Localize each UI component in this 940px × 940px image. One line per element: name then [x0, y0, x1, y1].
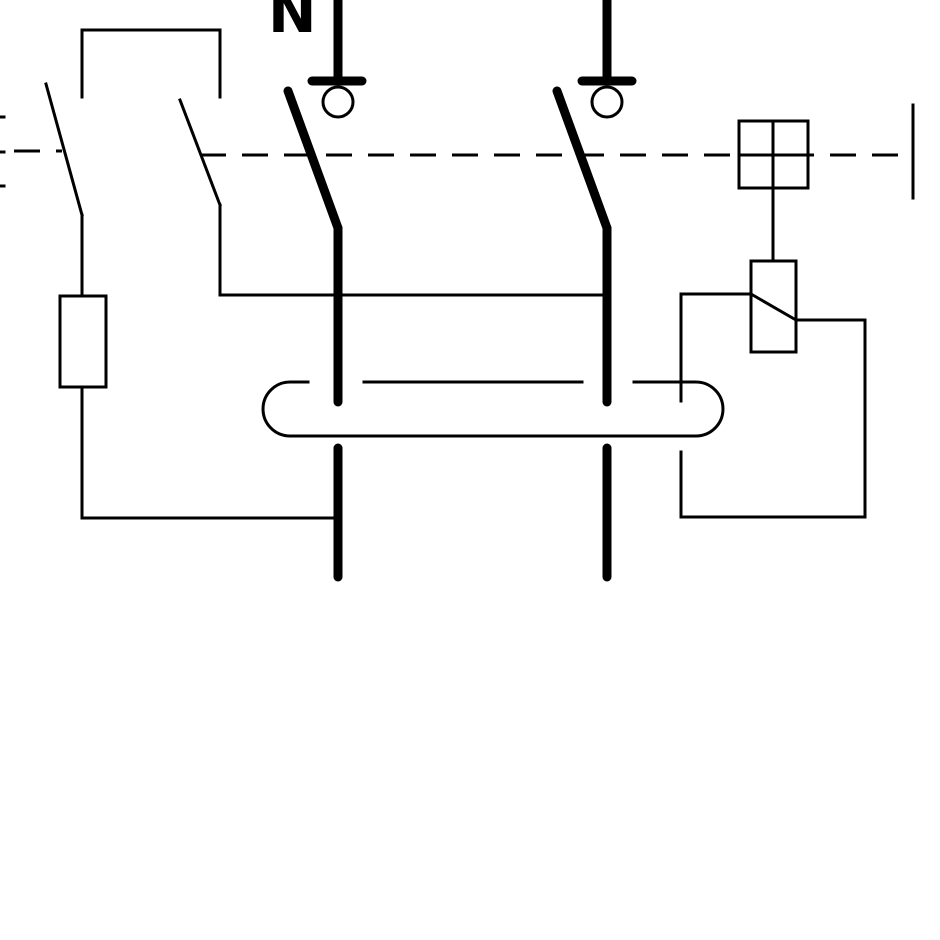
relay-wire-right [679, 318, 867, 519]
test-resistor [58, 294, 108, 389]
relay-diagonal [748, 291, 799, 323]
test-switch-right [178, 98, 222, 207]
test-button-circuit [44, 28, 609, 520]
test-button-bridge [80, 28, 222, 99]
relay-wire-left [679, 292, 753, 403]
trip-relay [679, 259, 867, 519]
neutral-main-contact [283, 86, 343, 233]
line-pole [552, 0, 637, 582]
neutral-pole [283, 0, 367, 582]
neutral-terminal-circle [321, 85, 355, 119]
mechanical-linkage [0, 103, 915, 200]
relay-coil [749, 259, 798, 354]
current-transformer [261, 380, 725, 438]
line-terminal-circle [590, 85, 624, 119]
test-wire-lower [80, 385, 340, 520]
latch-mechanism [737, 119, 810, 263]
transformer-core [261, 380, 725, 438]
test-wire-to-line [218, 203, 609, 297]
line-main-contact [552, 86, 612, 233]
test-switch-left [44, 82, 84, 217]
neutral-terminal-label: N [268, 0, 317, 46]
